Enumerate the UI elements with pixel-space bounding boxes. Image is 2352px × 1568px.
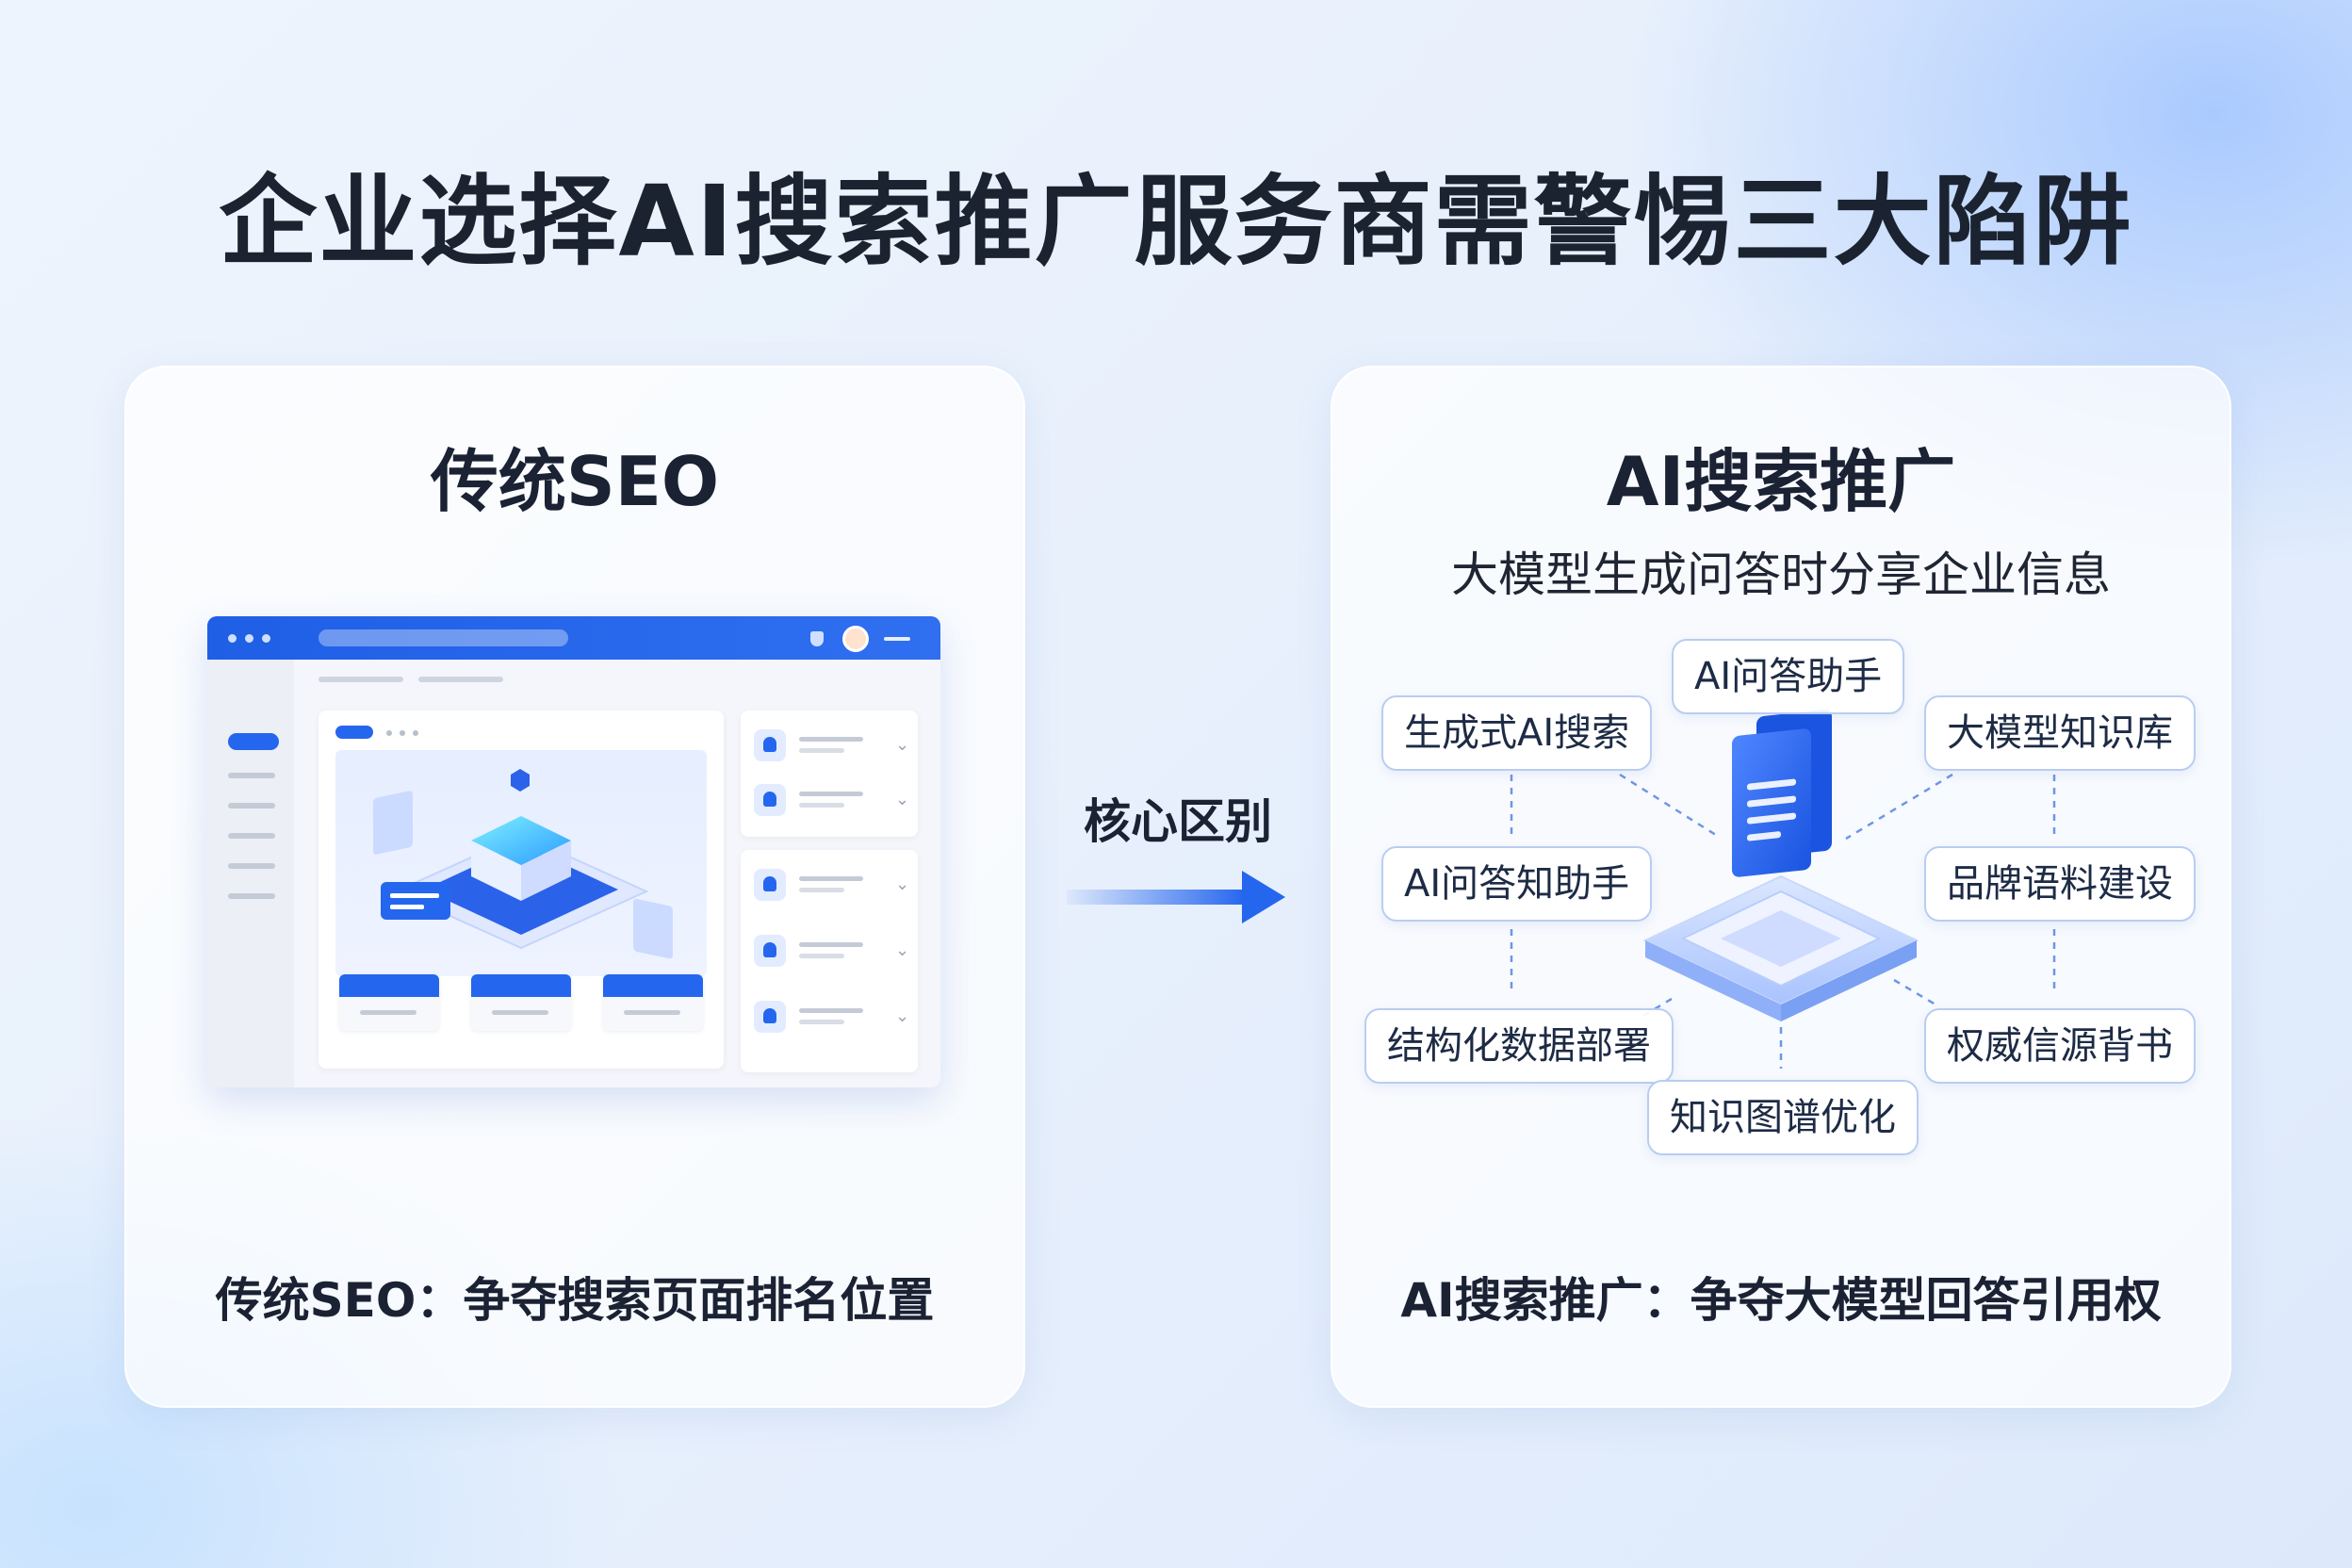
mock-sidebar-active: [228, 733, 279, 750]
node-generative-ai-search: 生成式AI搜索: [1381, 695, 1653, 771]
core-difference-label: 核心区别: [1084, 794, 1272, 849]
node-ai-qa-assistant: AI问答助手: [1672, 639, 1905, 714]
window-dot-icon: [245, 634, 253, 643]
chevron-down-icon: ⌄: [895, 1006, 910, 1026]
mock-result-card: [471, 974, 571, 1031]
node-knowledge-graph: 知识图谱优化: [1647, 1080, 1919, 1155]
mock-tag: [335, 726, 373, 739]
mock-sidebar-line: [228, 893, 275, 899]
mock-main-card: [318, 710, 724, 1069]
isometric-server-icon: [373, 769, 673, 959]
window-dot-icon: [228, 634, 237, 643]
list-item: ⌄: [754, 718, 909, 771]
mock-sidebar-line: [228, 803, 275, 808]
user-icon: [754, 729, 786, 761]
traditional-seo-panel: 传统SEO: [124, 366, 1025, 1408]
menu-icon: [884, 637, 910, 641]
mock-result-list: ⌄ ⌄ ⌄: [741, 850, 918, 1072]
user-icon: [754, 935, 786, 967]
shield-icon: [810, 631, 824, 646]
traditional-seo-caption: 传统SEO：争夺搜索页面排名位置: [215, 1273, 935, 1328]
traditional-seo-title: 传统SEO: [430, 442, 720, 521]
node-llm-knowledge-base: 大模型知识库: [1924, 695, 2196, 771]
ai-search-subtitle: 大模型生成问答时分享企业信息: [1451, 547, 2111, 602]
arrow-right-icon: [1067, 871, 1285, 923]
mock-breadcrumb: [418, 677, 503, 682]
node-ai-qa-knowledge-assistant: AI问答知助手: [1381, 846, 1653, 922]
user-icon: [754, 1001, 786, 1033]
chevron-down-icon: ⌄: [895, 735, 910, 755]
dot-icon: [386, 730, 392, 736]
ai-search-title: AI搜索推广: [1606, 442, 1956, 521]
mock-sidebar-line: [228, 773, 275, 778]
chevron-down-icon: ⌄: [895, 940, 910, 960]
dot-icon: [400, 730, 405, 736]
node-brand-corpus: 品牌语料建设: [1924, 846, 2196, 922]
list-item: ⌄: [754, 858, 909, 910]
page-title: 企业选择AI搜索推广服务商需警惕三大陷阱: [219, 164, 2133, 279]
mock-sidebar: [207, 660, 294, 1087]
list-item: ⌄: [754, 923, 909, 976]
mock-result-card: [603, 974, 703, 1031]
node-structured-data: 结构化数据部署: [1364, 1008, 1674, 1084]
chevron-down-icon: ⌄: [895, 790, 910, 809]
node-authoritative-sources: 权威信源背书: [1924, 1008, 2196, 1084]
search-results-mockup: ⌄ ⌄ ⌄ ⌄ ⌄: [207, 616, 940, 1087]
mock-result-card: [339, 974, 439, 1031]
chevron-down-icon: ⌄: [895, 874, 910, 894]
avatar-icon: [842, 626, 869, 652]
list-item: ⌄: [754, 989, 909, 1042]
user-icon: [754, 869, 786, 901]
mock-browser-bar: [207, 616, 940, 660]
mock-address-bar: [318, 629, 568, 646]
mock-sidebar-line: [228, 863, 275, 869]
mock-result-list: ⌄ ⌄: [741, 710, 918, 837]
connector-lines: [1510, 710, 2056, 1069]
mock-breadcrumb: [318, 677, 403, 682]
ai-search-panel: AI搜索推广 大模型生成问答时分享企业信息: [1331, 366, 2231, 1408]
list-item: ⌄: [754, 773, 909, 825]
mock-sidebar-line: [228, 833, 275, 839]
user-icon: [754, 784, 786, 816]
dot-icon: [413, 730, 418, 736]
window-dot-icon: [262, 634, 270, 643]
ai-search-caption: AI搜索推广：争夺大模型回答引用权: [1400, 1273, 2162, 1328]
isometric-illustration: [335, 750, 707, 976]
